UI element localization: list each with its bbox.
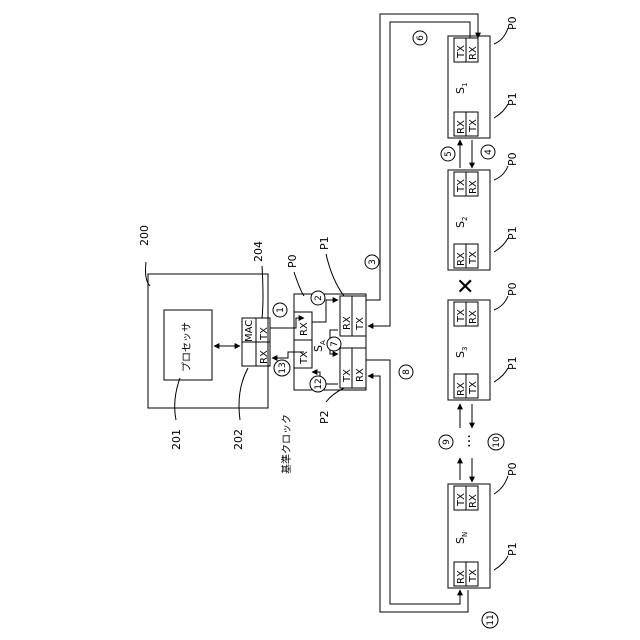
switch-3-p0-tx-label: TX bbox=[456, 309, 467, 323]
switch-1: TX RX S1 RX TX P0 P1 bbox=[448, 16, 519, 138]
svg-text:10: 10 bbox=[492, 436, 502, 448]
switch-a-tx-label: TX bbox=[299, 351, 310, 365]
link-break-mark: ✕ bbox=[456, 275, 474, 300]
step-11: 11 bbox=[482, 612, 498, 628]
clock-label: 基準クロック bbox=[280, 414, 293, 474]
switch-3: TX RX S3 RX TX P0 P1 bbox=[448, 282, 519, 400]
svg-text:6: 6 bbox=[416, 35, 426, 41]
step-4: 4 bbox=[481, 145, 495, 159]
switch-3-p1-tx-label: TX bbox=[468, 381, 479, 395]
switch-1-p0-rx-label: RX bbox=[468, 46, 479, 60]
step-13: 13 bbox=[274, 360, 290, 376]
chain-ellipsis: … bbox=[458, 434, 474, 448]
switch-1-p1-tx-label: TX bbox=[468, 119, 479, 133]
switch-n-p1-tx-label: TX bbox=[468, 569, 479, 583]
switch-2-p0-rx-label: RX bbox=[468, 180, 479, 194]
processor-ref-leader bbox=[175, 378, 180, 420]
switch-2-p0-tx-label: TX bbox=[456, 179, 467, 193]
switch-2-p1: P1 bbox=[506, 226, 519, 240]
switch-a-p2-rx-label: RX bbox=[355, 368, 366, 382]
switch-a-rx-label: RX bbox=[299, 322, 310, 336]
svg-text:4: 4 bbox=[484, 149, 494, 155]
switch-1-p1-rx-label: RX bbox=[456, 120, 467, 134]
switch-n: TX RX SN RX TX P0 P1 bbox=[448, 462, 519, 588]
svg-text:3: 3 bbox=[368, 259, 378, 265]
switch-2-p0: P0 bbox=[506, 152, 519, 166]
switch-n-p0: P0 bbox=[506, 462, 519, 476]
step-10: 10 bbox=[488, 434, 504, 450]
step-5: 5 bbox=[441, 147, 455, 161]
switch-1-p0-tx-label: TX bbox=[456, 45, 467, 59]
switch-n-p0-leader bbox=[494, 476, 508, 494]
switch-a-p0-label: P0 bbox=[286, 254, 299, 268]
svg-text:5: 5 bbox=[444, 151, 454, 157]
svg-text:8: 8 bbox=[402, 369, 412, 375]
processor-label: プロセッサ bbox=[181, 322, 193, 372]
switch-3-p1-rx-label: RX bbox=[456, 382, 467, 396]
switch-2-p1-rx-label: RX bbox=[456, 252, 467, 266]
mac-tx-label: TX bbox=[259, 327, 270, 341]
processor-ref: 201 bbox=[170, 429, 183, 450]
switch-a-p0-leader bbox=[294, 272, 304, 296]
step-9: 9 bbox=[439, 435, 453, 449]
svg-text:12: 12 bbox=[314, 378, 324, 389]
switch-2-p0-leader bbox=[494, 166, 508, 180]
switch-2: TX RX S2 RX TX P0 P1 bbox=[448, 152, 519, 270]
svg-text:13: 13 bbox=[278, 362, 288, 373]
switch-1-p0: P0 bbox=[506, 16, 519, 30]
switch-3-p1: P1 bbox=[506, 356, 519, 370]
switch-a-p1-rx-label: RX bbox=[342, 316, 353, 330]
step-2: 2 bbox=[311, 291, 325, 305]
switch-n-p0-rx-label: RX bbox=[468, 494, 479, 508]
switch-a-p2-label: P2 bbox=[318, 410, 331, 424]
switch-3-name: S3 bbox=[454, 347, 469, 358]
mac-label: MAC bbox=[244, 320, 255, 342]
switch-n-p0-tx-label: TX bbox=[456, 493, 467, 507]
sn-to-sa-link bbox=[368, 376, 468, 612]
svg-text:2: 2 bbox=[314, 295, 324, 301]
switch-a-name: SA bbox=[312, 340, 327, 352]
switch-3-p0-leader bbox=[494, 296, 508, 310]
svg-text:1: 1 bbox=[276, 307, 286, 313]
switch-n-p1: P1 bbox=[506, 542, 519, 556]
mac-ref: 202 bbox=[232, 429, 245, 450]
host-ref: 200 bbox=[138, 225, 151, 246]
mac-tx-ref: 204 bbox=[252, 241, 265, 262]
mac-rx-label: RX bbox=[259, 350, 270, 364]
switch-1-p1: P1 bbox=[506, 92, 519, 106]
step-3: 3 bbox=[365, 255, 379, 269]
step-8: 8 bbox=[399, 365, 413, 379]
step-6: 6 bbox=[413, 31, 427, 45]
step-7: 7 bbox=[327, 337, 341, 351]
svg-text:9: 9 bbox=[442, 439, 452, 445]
switch-1-name: S1 bbox=[454, 83, 469, 94]
switch-a-p1-tx-label: TX bbox=[355, 317, 366, 331]
mac-tx-ref-leader bbox=[262, 266, 263, 318]
svg-text:11: 11 bbox=[486, 614, 496, 625]
switch-n-name: SN bbox=[454, 532, 469, 544]
switch-n-p1-leader bbox=[494, 556, 508, 570]
switch-3-p0-rx-label: RX bbox=[468, 310, 479, 324]
switch-a-p1-leader bbox=[326, 254, 344, 296]
switch-a-p1-label: P1 bbox=[318, 236, 331, 250]
step-12: 12 bbox=[310, 376, 326, 392]
mac-ref-leader bbox=[239, 368, 248, 420]
switch-n-p1-rx-label: RX bbox=[456, 570, 467, 584]
switch-3-p0: P0 bbox=[506, 282, 519, 296]
switch-2-name: S2 bbox=[454, 217, 469, 228]
switch-2-p1-tx-label: TX bbox=[468, 251, 479, 265]
s1-to-sa-link bbox=[368, 22, 470, 326]
switch-a-p2-tx-label: TX bbox=[342, 369, 353, 383]
step-1: 1 bbox=[273, 303, 287, 317]
svg-text:7: 7 bbox=[330, 341, 340, 347]
